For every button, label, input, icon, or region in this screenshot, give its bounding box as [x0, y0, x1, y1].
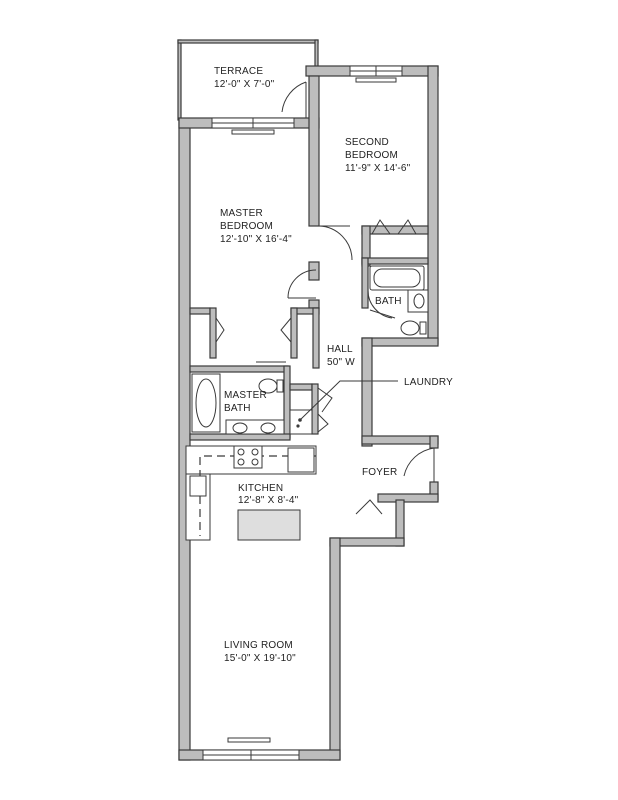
second-bedroom-name-2: BEDROOM: [345, 150, 398, 161]
terrace-name: TERRACE: [214, 66, 263, 77]
kitchen-name: KITCHEN: [238, 483, 283, 494]
laundry-leader: [298, 380, 398, 422]
bath-toilet: [400, 320, 420, 336]
master-bedroom-name-2: BEDROOM: [220, 221, 273, 232]
bath-name: BATH: [375, 296, 402, 307]
kitchen-sink: [189, 475, 207, 497]
living-room-name: LIVING ROOM: [224, 640, 293, 651]
master-bath-name-2: BATH: [224, 403, 251, 414]
laundry-name: LAUNDRY: [404, 377, 453, 388]
labels: TERRACE 12'-0" X 7'-0" SECOND BEDROOM 11…: [214, 66, 453, 664]
interior-walls: [189, 75, 429, 441]
hall-size: 50" W: [327, 357, 355, 368]
laundry-machine: [289, 409, 313, 435]
foyer-name: FOYER: [362, 467, 397, 478]
master-bedroom-size: 12'-10" X 16'-4": [220, 234, 292, 245]
master-bath-name-1: MASTER: [224, 390, 267, 401]
terrace-size: 12'-0" X 7'-0": [214, 79, 275, 90]
kitchen-range: [233, 445, 263, 469]
hall-name: HALL: [327, 344, 353, 355]
master-bedroom-name-1: MASTER: [220, 208, 263, 219]
second-bedroom-name-1: SECOND: [345, 137, 389, 148]
windows: [202, 65, 403, 761]
living-room-size: 15'-0" X 19'-10": [224, 653, 296, 664]
fixtures: [185, 265, 429, 541]
fridge: [287, 447, 315, 473]
second-bedroom-size: 11'-9" X 14'-6": [345, 163, 411, 174]
doors: [215, 81, 435, 515]
kitchen-size: 12'-8" X 8'-4": [238, 495, 299, 506]
kitchen-island: [237, 509, 301, 541]
